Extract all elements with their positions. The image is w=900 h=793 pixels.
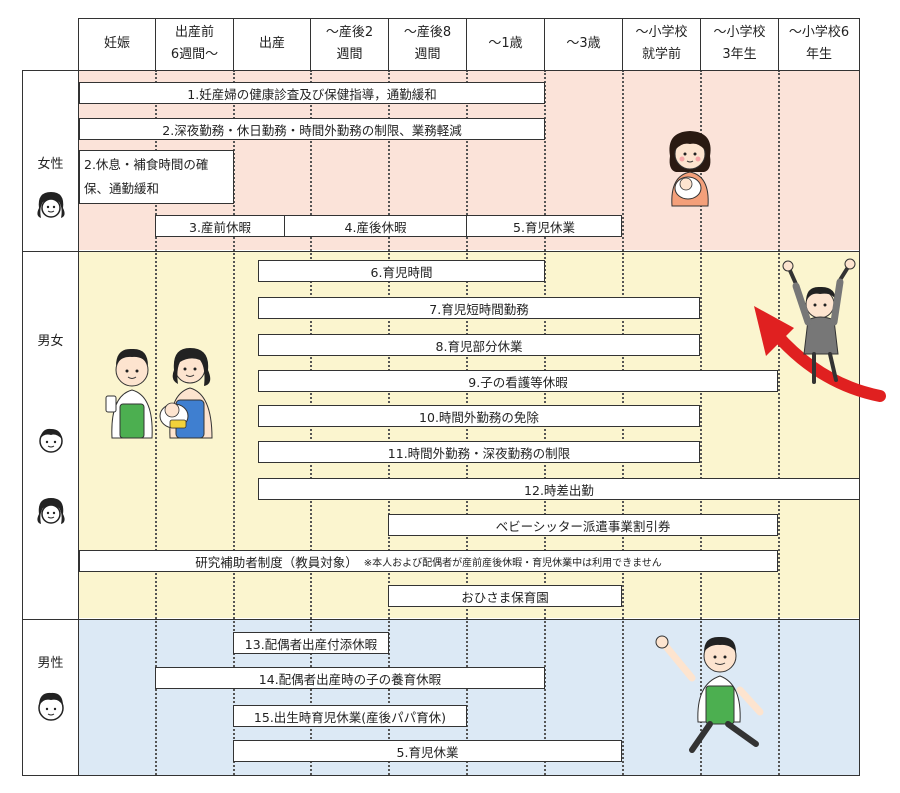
mother-with-baby-illustration <box>669 131 711 207</box>
period-divider <box>778 70 780 775</box>
policy-bar-9: 9.子の看護等休暇 <box>258 370 778 392</box>
policy-bar-15: 15.出生時育児休業(産後パパ育休) <box>233 705 467 727</box>
policy-bar-8: 8.育児部分休業 <box>258 334 700 356</box>
policy-bar-13: 13.配偶者出産付添休暇 <box>233 632 389 654</box>
return-to-work-arrow <box>754 306 886 402</box>
header-line: 出産前 <box>174 25 214 40</box>
header-col-prenatal: 出産前 6週間〜 <box>156 18 234 70</box>
header-col-grade-6: 〜小学校6 年生 <box>779 18 860 70</box>
header-left-border <box>78 18 79 71</box>
policy-bar-5-women: 5.育児休業 <box>466 215 622 237</box>
header-line: 〜小学校 <box>635 25 688 40</box>
header-line: 〜1歳 <box>488 36 523 51</box>
header-col-pregnancy: 妊娠 <box>79 18 156 70</box>
header-col-postpartum-8w: 〜産後8 週間 <box>389 18 467 70</box>
header-line: 〜小学校 <box>713 25 766 40</box>
policy-bar-2-rest: 2.休息・補食時間の確 保、通勤緩和 <box>79 150 234 204</box>
research-assistant-bar: 研究補助者制度（教員対象） ※本人および配偶者が産前産後休暇・育児休業中は利用でき… <box>79 550 778 572</box>
header-line: 週間 <box>336 47 363 62</box>
table-right-border <box>859 18 860 776</box>
header-line: 〜3歳 <box>566 36 601 51</box>
man-face-icon <box>38 692 64 721</box>
header-line: 6週間〜 <box>170 47 219 62</box>
header-line: 年生 <box>805 47 832 62</box>
policy-bar-6: 6.育児時間 <box>258 260 545 282</box>
header-col-3-years: 〜3歳 <box>545 18 623 70</box>
nursery-bar: おひさま保育園 <box>388 585 622 607</box>
family-illustration <box>105 348 213 439</box>
label-column-border <box>78 70 79 776</box>
section-divider <box>22 619 860 620</box>
group-label-women: 女性 <box>37 157 64 172</box>
policy-bar-text: 保、通勤緩和 <box>84 181 160 196</box>
research-label: 研究補助者制度（教員対象） <box>195 554 358 570</box>
header-line: 〜産後2 <box>325 25 374 40</box>
policy-bar-7: 7.育児短時間勤務 <box>258 297 700 319</box>
policy-bar-1: 1.妊産婦の健康診査及び保健指導，通勤緩和 <box>79 82 545 104</box>
header-col-preschool: 〜小学校 就学前 <box>623 18 701 70</box>
header-line: 〜産後8 <box>403 25 452 40</box>
period-divider <box>700 70 702 775</box>
woman-face-icon <box>37 498 65 524</box>
policy-bar-text: 2.休息・補食時間の確 <box>84 157 209 172</box>
table-top-border <box>78 18 860 19</box>
policy-bar-5-men: 5.育児休業 <box>233 740 622 762</box>
businesswoman-illustration <box>782 258 856 384</box>
group-label-men: 男性 <box>37 656 64 671</box>
policy-bar-14: 14.配偶者出産時の子の養育休暇 <box>155 667 545 689</box>
policy-bar-4: 4.産後休暇 <box>284 215 467 237</box>
header-bottom-border <box>22 70 860 71</box>
research-note: ※本人および配偶者が産前産後休暇・育児休業中は利用できません <box>363 557 662 569</box>
running-father-illustration <box>655 635 764 753</box>
policy-bar-10: 10.時間外勤務の免除 <box>258 405 700 427</box>
policy-bar-12: 12.時差出勤 <box>258 478 860 500</box>
header-col-grade-3: 〜小学校 3年生 <box>701 18 779 70</box>
table-bottom-border <box>22 775 860 776</box>
header-col-postpartum-2w: 〜産後2 週間 <box>311 18 389 70</box>
woman-face-icon <box>37 192 65 218</box>
header-line: 〜小学校6 <box>788 25 850 40</box>
header-line: 週間 <box>414 47 441 62</box>
header-line: 就学前 <box>641 47 681 62</box>
policy-bar-11: 11.時間外勤務・深夜勤務の制限 <box>258 441 700 463</box>
policy-bar-2: 2.深夜勤務・休日勤務・時間外勤務の制限、業務軽減 <box>79 118 545 140</box>
child-face-icon <box>39 428 63 453</box>
header-line: 出産 <box>258 36 285 51</box>
section-divider <box>22 251 860 252</box>
group-label-both: 男女 <box>37 334 64 349</box>
period-divider <box>155 70 157 775</box>
header-col-birth: 出産 <box>234 18 311 70</box>
policy-bar-3: 3.産前休暇 <box>155 215 285 237</box>
babysitter-bar: ベビーシッター派遣事業割引券 <box>388 514 778 536</box>
table-left-border <box>22 70 23 776</box>
header-col-1-year: 〜1歳 <box>467 18 545 70</box>
period-divider <box>233 70 235 775</box>
header-line: 妊娠 <box>103 36 130 51</box>
header-line: 3年生 <box>722 47 757 62</box>
